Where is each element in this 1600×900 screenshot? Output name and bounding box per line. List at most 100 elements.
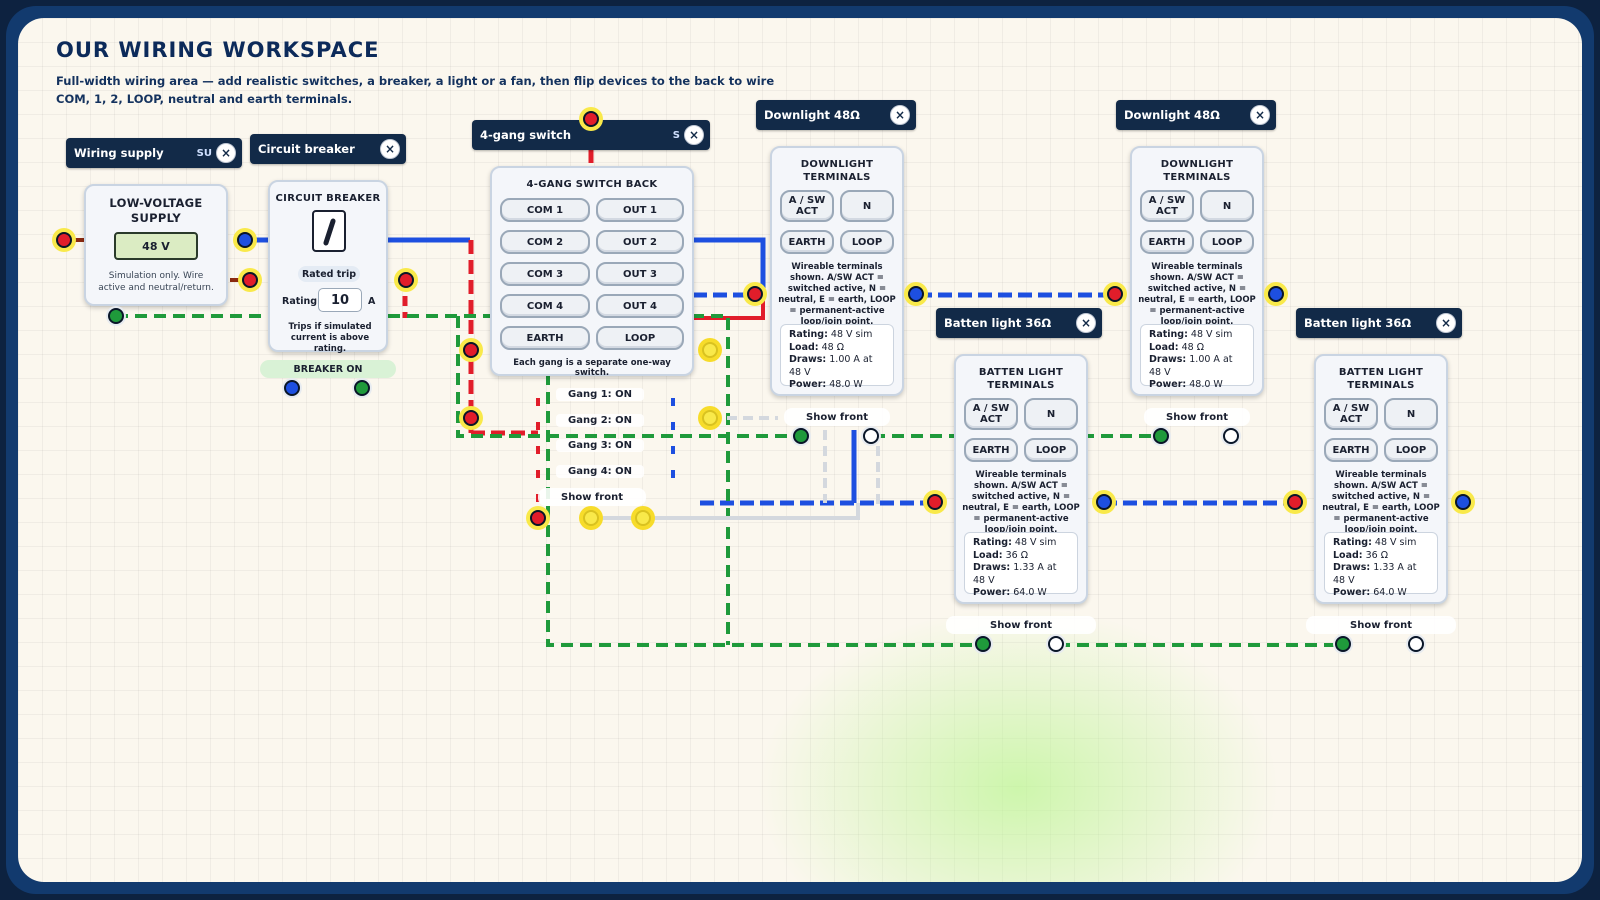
switch-terminal-out2[interactable]: OUT 2 [596, 230, 684, 254]
downlight-2-neutral-node[interactable] [1268, 286, 1284, 302]
supply-voltage-display[interactable]: 48 V [114, 232, 198, 260]
switch-terminal-com2[interactable]: COM 2 [500, 230, 590, 254]
batten-2-active-node[interactable] [1287, 494, 1303, 510]
switch-com-node-3[interactable] [530, 510, 546, 526]
breaker-out-node[interactable] [398, 272, 414, 288]
batten-2-show-front-button[interactable]: Show front [1306, 616, 1456, 634]
switch-out-node-3[interactable] [583, 510, 599, 526]
batten-2-terminal-active[interactable]: A / SW ACT [1324, 398, 1378, 430]
downlight-1-show-front-button[interactable]: Show front [784, 408, 890, 426]
batten-1-loop-node[interactable] [1048, 636, 1064, 652]
switch-show-front-button[interactable]: Show front [538, 488, 646, 506]
supply-neutral-node[interactable] [237, 232, 253, 248]
downlight-1-titlebar-label: Downlight 48Ω [764, 108, 860, 122]
supply-card[interactable]: LOW-VOLTAGE SUPPLY 48 V Simulation only.… [84, 184, 228, 306]
downlight-2-terminal-earth[interactable]: EARTH [1140, 230, 1194, 254]
batten-1-terminal-active[interactable]: A / SW ACT [964, 398, 1018, 430]
wiring-workspace[interactable]: OUR WIRING WORKSPACE Full-width wiring a… [18, 18, 1582, 882]
batten-1-earth-node[interactable] [975, 636, 991, 652]
switch-titlebar[interactable]: 4-gang switch S × [472, 120, 710, 150]
gang-1-status[interactable]: Gang 1: ON [556, 388, 645, 401]
batten-2-neutral-node[interactable] [1455, 494, 1471, 510]
switch-out-node-4[interactable] [635, 510, 651, 526]
downlight-1-close-button[interactable]: × [890, 105, 910, 125]
downlight-2-earth-node[interactable] [1153, 428, 1169, 444]
batten-1-neutral-node[interactable] [1096, 494, 1112, 510]
switch-top-active-node[interactable] [583, 111, 599, 127]
switch-card[interactable]: 4-GANG SWITCH BACK COM 1 OUT 1 COM 2 OUT… [490, 166, 694, 378]
batten-2-earth-node[interactable] [1335, 636, 1351, 652]
batten-2-loop-node[interactable] [1408, 636, 1424, 652]
gang-2-status[interactable]: Gang 2: ON [556, 414, 645, 427]
batten-1-terminal-neutral[interactable]: N [1024, 398, 1078, 430]
breaker-card[interactable]: CIRCUIT BREAKER Rated trip Rating 10 A T… [268, 180, 388, 354]
downlight-1-terminal-loop[interactable]: LOOP [840, 230, 894, 254]
switch-terminal-out4[interactable]: OUT 4 [596, 294, 684, 318]
downlight-2-close-button[interactable]: × [1250, 105, 1270, 125]
batten-2-terminal-loop[interactable]: LOOP [1384, 438, 1438, 462]
breaker-rating-input[interactable]: 10 [318, 288, 362, 312]
downlight-2-terminal-active[interactable]: A / SW ACT [1140, 190, 1194, 222]
switch-terminal-out3[interactable]: OUT 3 [596, 262, 684, 286]
switch-terminal-earth[interactable]: EARTH [500, 326, 590, 350]
switch-out-node-2[interactable] [702, 410, 718, 426]
switch-out-node-1[interactable] [702, 342, 718, 358]
switch-terminal-com1[interactable]: COM 1 [500, 198, 590, 222]
downlight-2-terminal-neutral[interactable]: N [1200, 190, 1254, 222]
switch-terminal-loop[interactable]: LOOP [596, 326, 684, 350]
batten-2-close-button[interactable]: × [1436, 313, 1456, 333]
downlight-2-terminal-loop[interactable]: LOOP [1200, 230, 1254, 254]
downlight-1-terminal-active[interactable]: A / SW ACT [780, 190, 834, 222]
downlight-2-card[interactable]: DOWNLIGHT TERMINALS A / SW ACT N EARTH L… [1130, 146, 1264, 396]
batten-2-info: Rating: 48 V sim Load: 36 Ω Draws: 1.33 … [1324, 532, 1438, 598]
batten-1-terminal-loop[interactable]: LOOP [1024, 438, 1078, 462]
downlight-1-earth-node[interactable] [793, 428, 809, 444]
batten-1-rating: 48 V sim [1014, 537, 1057, 548]
supply-titlebar[interactable]: Wiring supply SU × [66, 138, 242, 168]
supply-active-node[interactable] [56, 232, 72, 248]
breaker-neutral-node[interactable] [284, 380, 300, 396]
batten-1-active-node[interactable] [927, 494, 943, 510]
downlight-2-loop-node[interactable] [1223, 428, 1239, 444]
downlight-2-show-front-button[interactable]: Show front [1144, 408, 1250, 426]
downlight-1-terminal-neutral[interactable]: N [840, 190, 894, 222]
switch-com-node-2[interactable] [463, 410, 479, 426]
batten-1-show-front-button[interactable]: Show front [946, 616, 1096, 634]
downlight-1-active-node[interactable] [747, 286, 763, 302]
batten-2-terminal-neutral[interactable]: N [1384, 398, 1438, 430]
downlight-1-info: Rating: 48 V sim Load: 48 Ω Draws: 1.00 … [780, 324, 894, 390]
breaker-toggle[interactable] [312, 210, 346, 252]
downlight-1-card[interactable]: DOWNLIGHT TERMINALS A / SW ACT N EARTH L… [770, 146, 904, 396]
switch-terminal-com4[interactable]: COM 4 [500, 294, 590, 318]
breaker-rating-label: Rating [282, 296, 318, 307]
page-title: OUR WIRING WORKSPACE [56, 38, 380, 62]
batten-2-terminal-earth[interactable]: EARTH [1324, 438, 1378, 462]
downlight-2-active-node[interactable] [1107, 286, 1123, 302]
batten-2-titlebar[interactable]: Batten light 36Ω × [1296, 308, 1462, 338]
downlight-2-power-label: Power: [1149, 379, 1187, 390]
switch-close-button[interactable]: × [684, 125, 704, 145]
batten-1-terminal-earth[interactable]: EARTH [964, 438, 1018, 462]
supply-earth-node[interactable] [108, 308, 124, 324]
switch-com-node-1[interactable] [463, 342, 479, 358]
downlight-1-loop-node[interactable] [863, 428, 879, 444]
switch-terminal-com3[interactable]: COM 3 [500, 262, 590, 286]
supply-close-button[interactable]: × [216, 143, 236, 163]
breaker-close-button[interactable]: × [380, 139, 400, 159]
switch-heading: 4-GANG SWITCH BACK [526, 179, 658, 190]
gang-3-status[interactable]: Gang 3: ON [556, 439, 645, 452]
downlight-1-titlebar[interactable]: Downlight 48Ω × [756, 100, 916, 130]
downlight-2-titlebar[interactable]: Downlight 48Ω × [1116, 100, 1276, 130]
breaker-earth-node[interactable] [354, 380, 370, 396]
downlight-1-neutral-node[interactable] [908, 286, 924, 302]
breaker-titlebar[interactable]: Circuit breaker × [250, 134, 406, 164]
batten-1-card[interactable]: BATTEN LIGHT TERMINALS A / SW ACT N EART… [954, 354, 1088, 604]
downlight-2-heading: DOWNLIGHT TERMINALS [1160, 159, 1234, 183]
gang-4-status[interactable]: Gang 4: ON [556, 465, 645, 478]
breaker-in-node[interactable] [242, 272, 258, 288]
batten-2-card[interactable]: BATTEN LIGHT TERMINALS A / SW ACT N EART… [1314, 354, 1448, 604]
downlight-1-terminal-earth[interactable]: EARTH [780, 230, 834, 254]
batten-1-close-button[interactable]: × [1076, 313, 1096, 333]
switch-terminal-out1[interactable]: OUT 1 [596, 198, 684, 222]
batten-1-titlebar[interactable]: Batten light 36Ω × [936, 308, 1102, 338]
